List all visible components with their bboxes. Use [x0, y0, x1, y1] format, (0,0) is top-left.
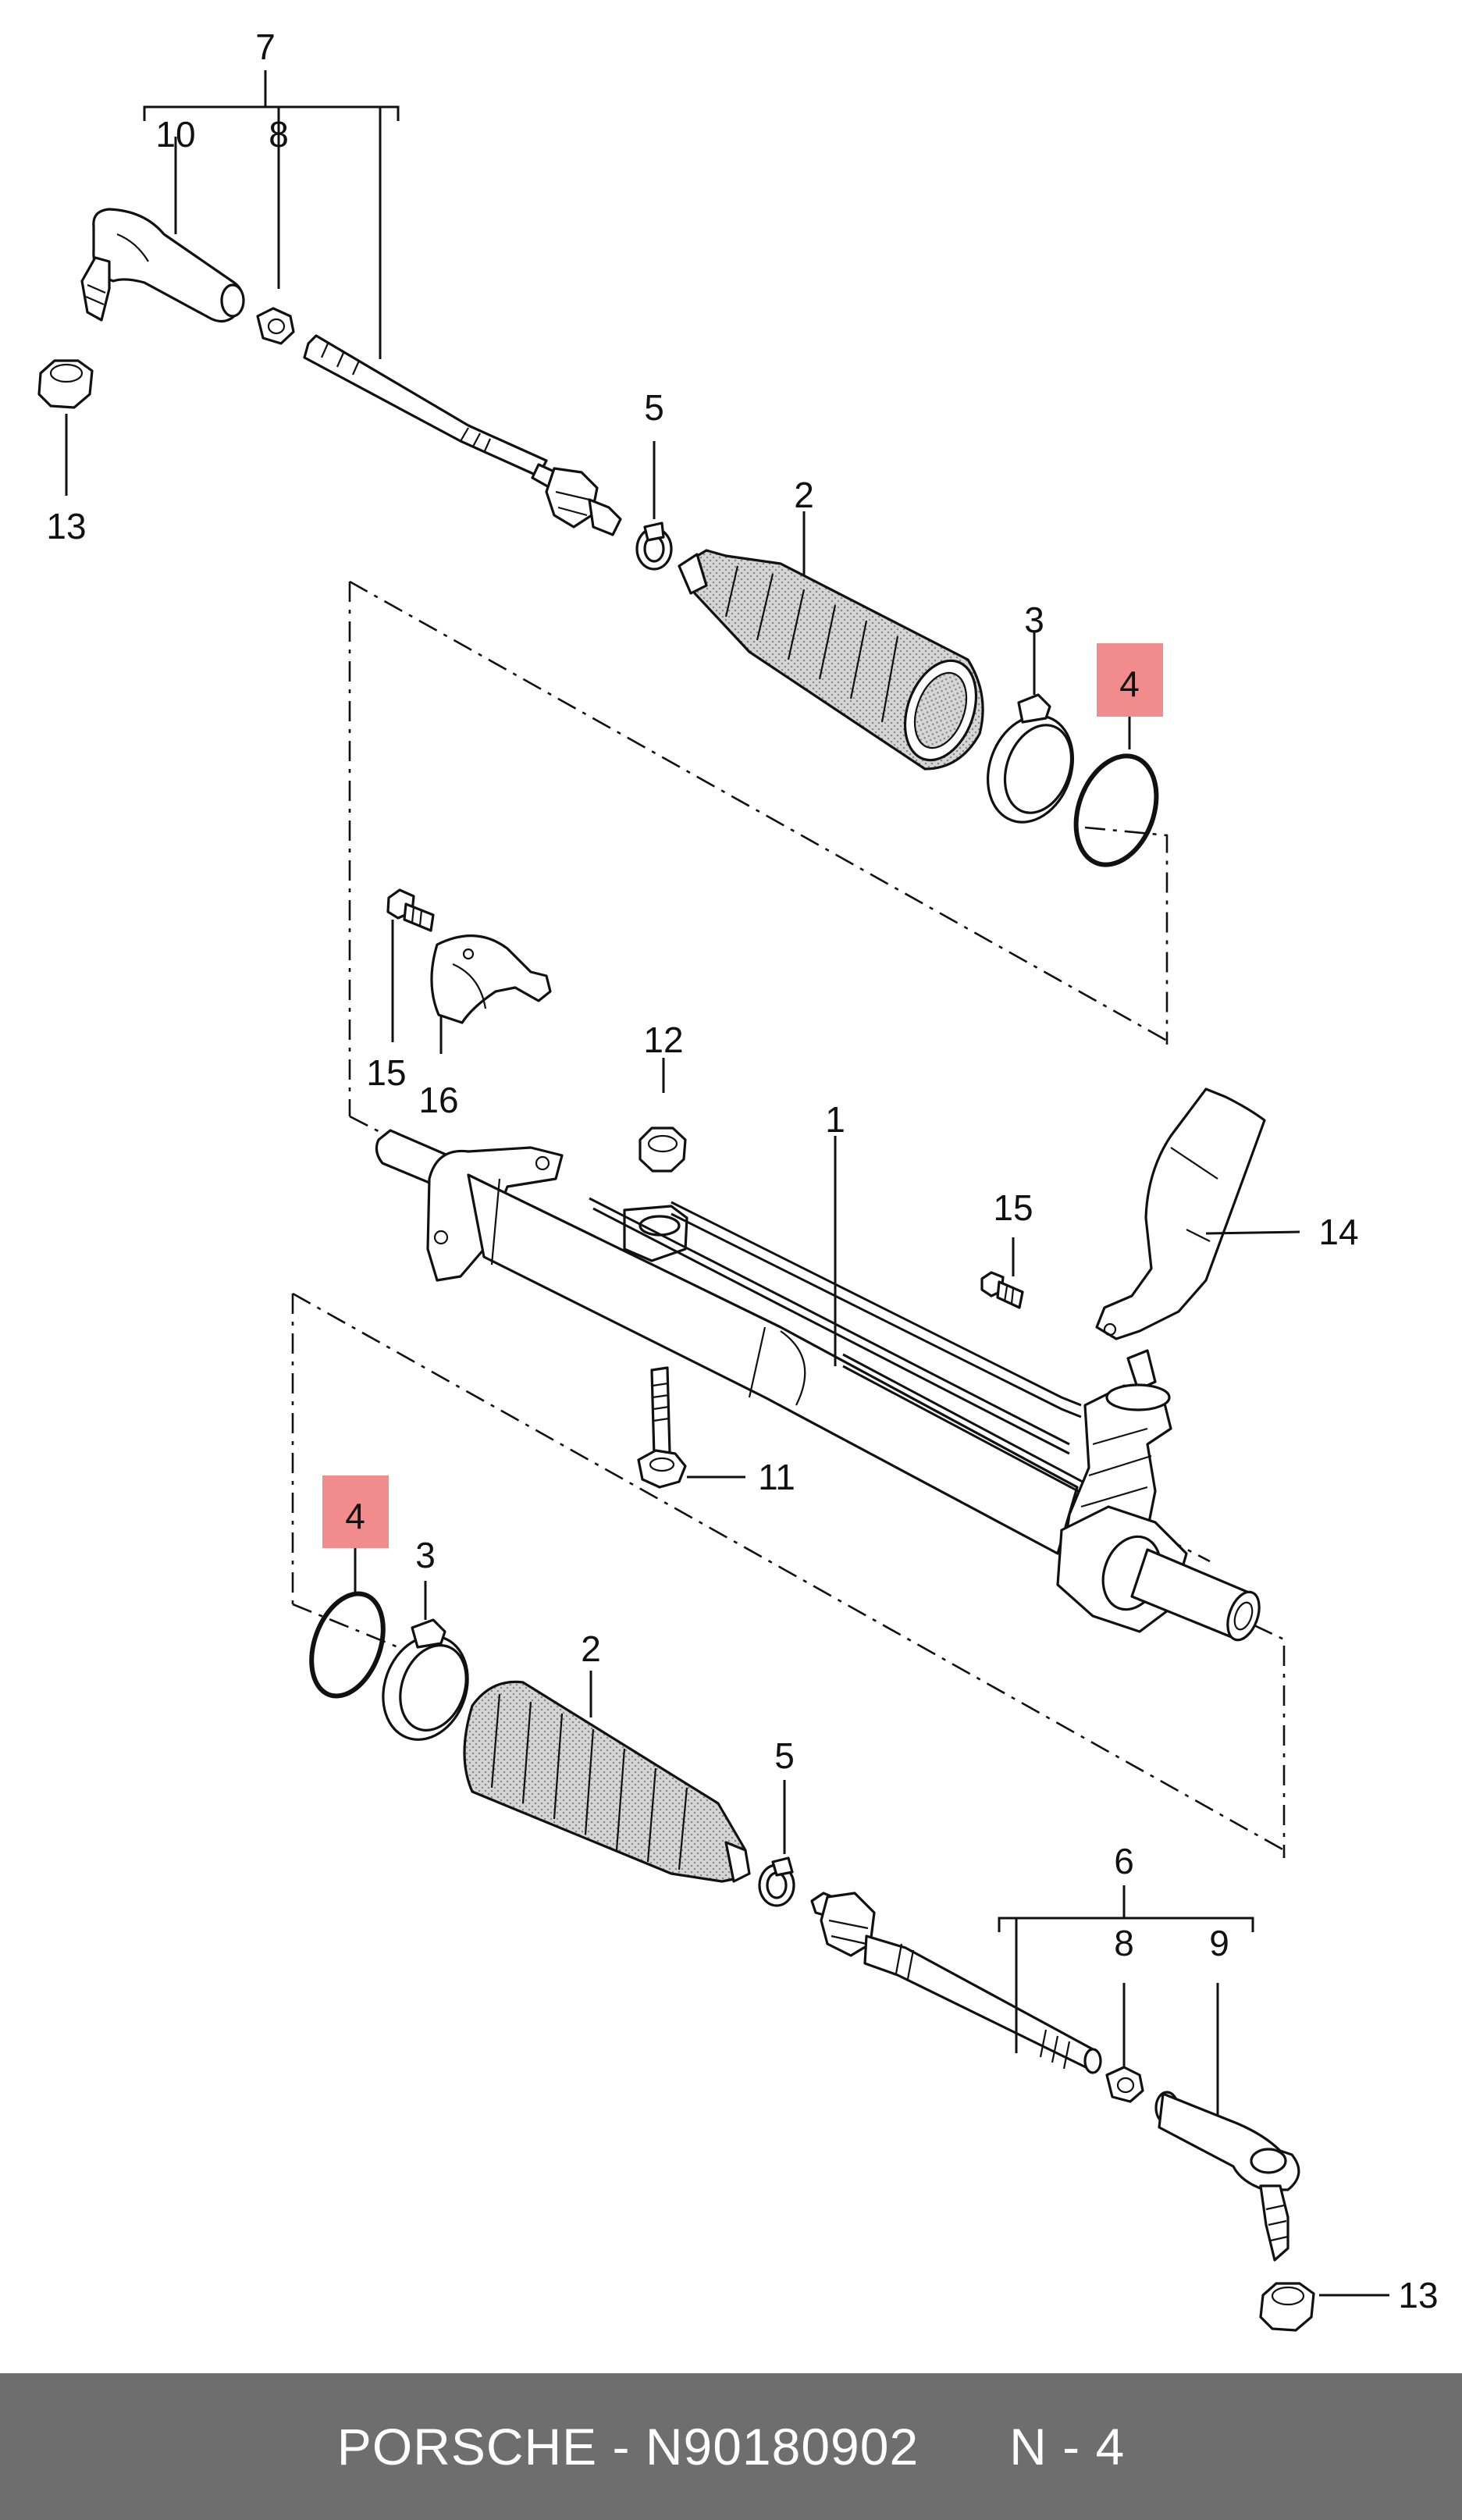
label-7: 7	[255, 27, 276, 67]
bracket-bolt	[386, 888, 435, 1042]
top-lock-nut	[256, 307, 295, 345]
top-clamp-large	[986, 632, 1075, 824]
label-13-bottom: 13	[1398, 2275, 1438, 2315]
top-nut-13	[37, 359, 94, 496]
label-15-right: 15	[993, 1187, 1033, 1228]
bracket-assembly	[386, 888, 552, 1054]
bottom-outer-tie-rod-end	[1154, 2091, 1300, 2262]
housing-nut	[639, 1058, 687, 1173]
label-4-top: 4	[1119, 664, 1140, 704]
highlight-box-bottom	[322, 1475, 389, 1548]
label-2-top: 2	[794, 475, 814, 515]
label-5-bottom: 5	[774, 1735, 795, 1776]
bottom-lock-nut	[1105, 2066, 1144, 2103]
bottom-tie-rod-group	[309, 1542, 1389, 2332]
top-bellows	[678, 511, 984, 771]
bottom-bellows	[463, 1671, 751, 1883]
label-8-bottom: 8	[1114, 1923, 1134, 1963]
label-5-top: 5	[644, 387, 664, 428]
label-12: 12	[643, 1020, 683, 1060]
label-15-left: 15	[366, 1052, 406, 1093]
label-8-top: 8	[269, 114, 289, 155]
steering-rack-exploded-diagram: 7 10 8 13 5 2 3 4 15 16 12 1 15 14 11 4 …	[37, 27, 1439, 2332]
top-inner-tie-rod	[303, 334, 622, 536]
heat-shield	[1095, 1087, 1300, 1340]
label-10: 10	[155, 114, 195, 155]
label-4-bottom: 4	[345, 1496, 365, 1536]
housing-bolt	[637, 1366, 745, 1489]
bottom-oring	[309, 1542, 386, 1699]
bracket-16	[430, 934, 552, 1054]
top-oring	[1073, 717, 1159, 867]
bottom-clamp-large	[382, 1581, 469, 1741]
callout-labels: 7 10 8 13 5 2 3 4 15 16 12 1 15 14 11 4 …	[46, 27, 1438, 2315]
top-clamp-small	[635, 441, 673, 571]
top-tie-rod-group	[37, 70, 1159, 867]
label-9: 9	[1209, 1923, 1229, 1963]
bottom-nut-13	[1259, 2282, 1389, 2332]
label-1: 1	[825, 1099, 845, 1140]
label-3-bottom: 3	[415, 1535, 436, 1575]
bottom-inner-tie-rod	[810, 1892, 1102, 2074]
top-outer-tie-rod-end	[80, 208, 245, 323]
bottom-clamp-small	[758, 1780, 795, 1907]
label-13-top: 13	[46, 506, 86, 546]
label-3-top: 3	[1024, 600, 1044, 640]
label-14: 14	[1318, 1212, 1358, 1252]
footer-part-number: PORSCHE - N90180902 N - 4	[336, 2418, 1126, 2476]
right-bolt	[980, 1237, 1024, 1309]
label-11: 11	[758, 1457, 795, 1497]
label-6: 6	[1114, 1841, 1134, 1881]
label-2-bottom: 2	[581, 1628, 601, 1669]
footer-bar: PORSCHE - N90180902 N - 4	[0, 2373, 1462, 2520]
label-16: 16	[418, 1080, 458, 1120]
highlight-box-top	[1097, 643, 1163, 717]
steering-gear-housing	[375, 1058, 1261, 1642]
